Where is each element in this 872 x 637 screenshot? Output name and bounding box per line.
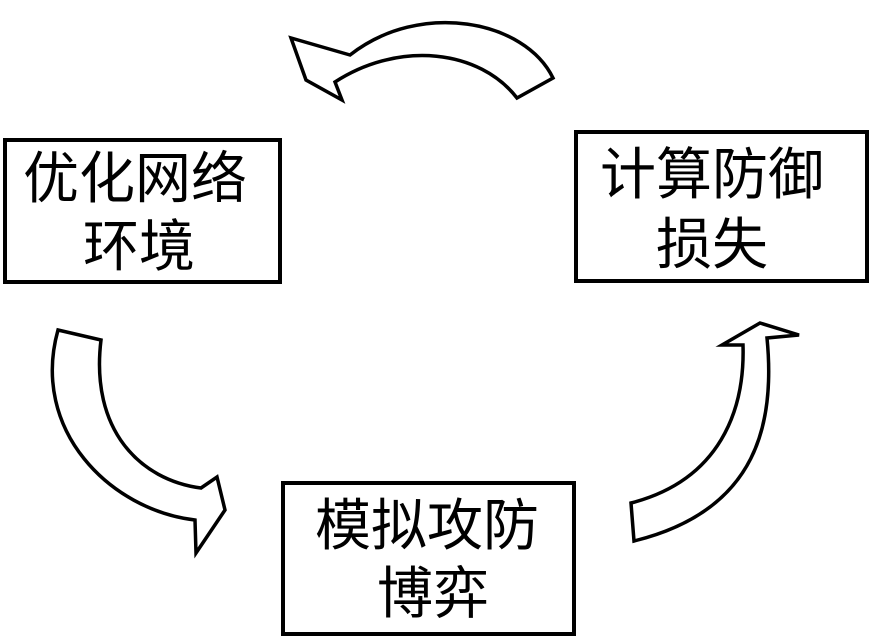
node-simulate-game: 模拟攻防 博弈 [281,481,576,636]
node-optimize-label-line1: 优化网络 [23,147,247,212]
arrow-optimize-to-simulate [50,327,227,559]
node-compute-loss: 计算防御 损失 [574,130,869,283]
node-optimize-label-line2: 环境 [83,215,195,280]
node-loss-label-line1: 计算防御 [600,143,824,208]
node-optimize-network: 优化网络 环境 [3,138,282,284]
arrow-loss-to-optimize [288,20,556,104]
node-simulate-label-line2: 博弈 [377,562,489,627]
node-simulate-label-line1: 模拟攻防 [315,494,539,559]
arrow-simulate-to-loss [629,321,800,544]
node-loss-label-line2: 损失 [656,213,768,278]
